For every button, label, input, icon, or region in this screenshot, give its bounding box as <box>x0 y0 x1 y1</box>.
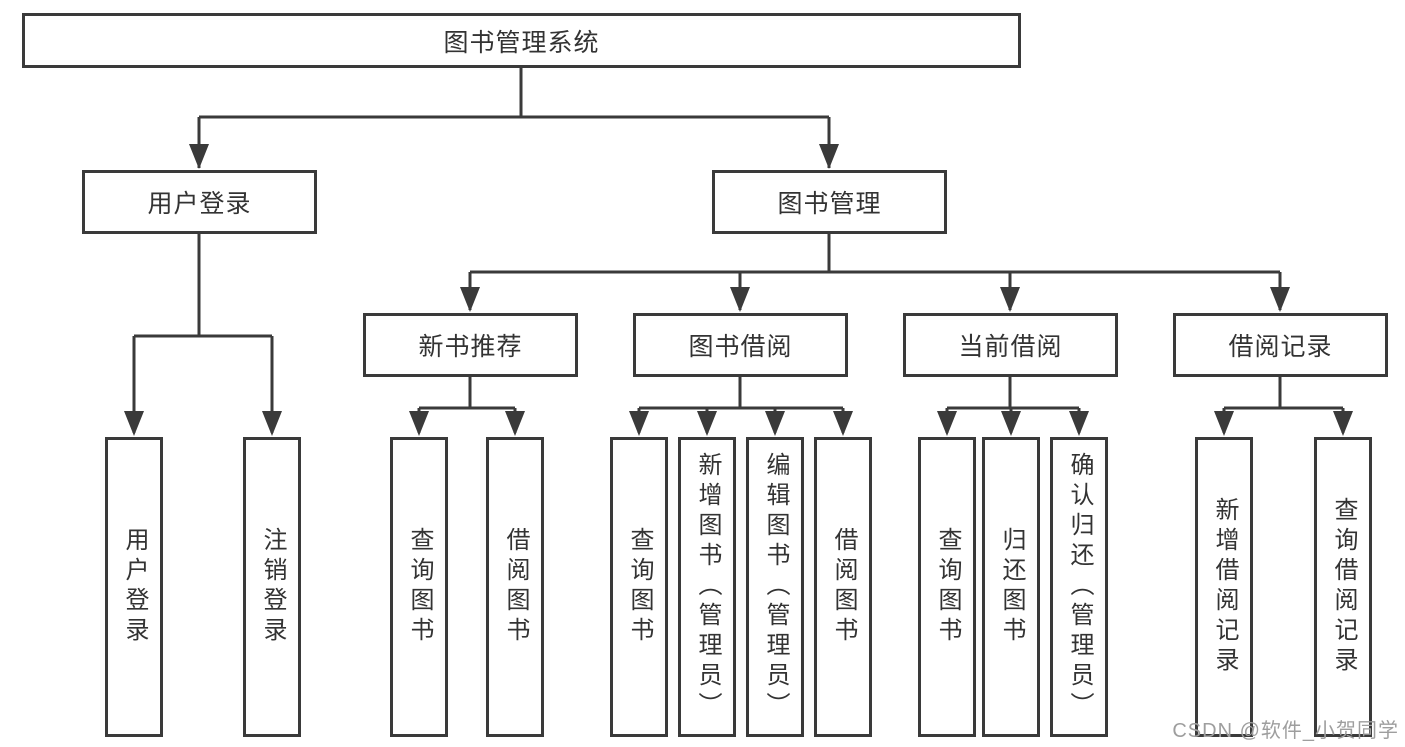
arrowhead-down-icon <box>409 411 429 436</box>
connector-bookmgmt-to-level3 <box>468 234 1282 310</box>
arrowhead-down-icon <box>1069 411 1089 436</box>
arrowhead-down-icon <box>730 287 750 312</box>
leaf-current-query-books: 查询图书 <box>918 437 976 737</box>
leaf-borrow-borrow-books: 借阅图书 <box>814 437 872 737</box>
connector-bookborrow-to-leaves <box>637 377 845 433</box>
arrowhead-down-icon <box>1270 287 1290 312</box>
connector-newbook-to-leaves <box>417 377 517 433</box>
arrowhead-down-icon <box>460 287 480 312</box>
arrowhead-down-icon <box>1001 411 1021 436</box>
arrowhead-down-icon <box>189 144 209 169</box>
leaf-user-login: 用户登录 <box>105 437 163 737</box>
arrowhead-down-icon <box>937 411 957 436</box>
leaf-records-add-record: 新增借阅记录 <box>1195 437 1253 737</box>
leaf-borrow-query-books: 查询图书 <box>610 437 668 737</box>
arrowhead-down-icon <box>1333 411 1353 436</box>
leaf-logout: 注销登录 <box>243 437 301 737</box>
node-root: 图书管理系统 <box>22 13 1021 68</box>
leaf-records-query-record: 查询借阅记录 <box>1314 437 1372 737</box>
node-borrow-records: 借阅记录 <box>1173 313 1388 377</box>
arrowhead-down-icon <box>819 144 839 169</box>
arrowhead-down-icon <box>505 411 525 436</box>
arrowheads <box>124 144 1353 436</box>
leaf-current-return-books: 归还图书 <box>982 437 1040 737</box>
leaf-current-confirm-return-admin: 确认归还（管理员） <box>1050 437 1108 737</box>
arrowhead-down-icon <box>124 411 144 436</box>
leaf-borrow-edit-books-admin: 编辑图书（管理员） <box>746 437 804 737</box>
node-book-borrowing: 图书借阅 <box>633 313 848 377</box>
node-new-book-recommend: 新书推荐 <box>363 313 578 377</box>
node-current-borrowing: 当前借阅 <box>903 313 1118 377</box>
leaf-newbook-borrow-books: 借阅图书 <box>486 437 544 737</box>
node-user-login: 用户登录 <box>82 170 317 234</box>
arrowhead-down-icon <box>629 411 649 436</box>
arrowhead-down-icon <box>1000 287 1020 312</box>
arrowhead-down-icon <box>765 411 785 436</box>
leaf-borrow-add-books-admin: 新增图书（管理员） <box>678 437 736 737</box>
node-book-management: 图书管理 <box>712 170 947 234</box>
connector-records-to-leaves <box>1222 377 1345 433</box>
arrowhead-down-icon <box>262 411 282 436</box>
arrowhead-down-icon <box>697 411 717 436</box>
leaf-newbook-query-books: 查询图书 <box>390 437 448 737</box>
connector-root-to-level2 <box>197 68 831 168</box>
arrowhead-down-icon <box>1214 411 1234 436</box>
csdn-watermark: CSDN @软件_小贺同学 <box>1172 720 1399 742</box>
connector-userlogin-to-leaves <box>132 234 274 433</box>
arrowhead-down-icon <box>833 411 853 436</box>
